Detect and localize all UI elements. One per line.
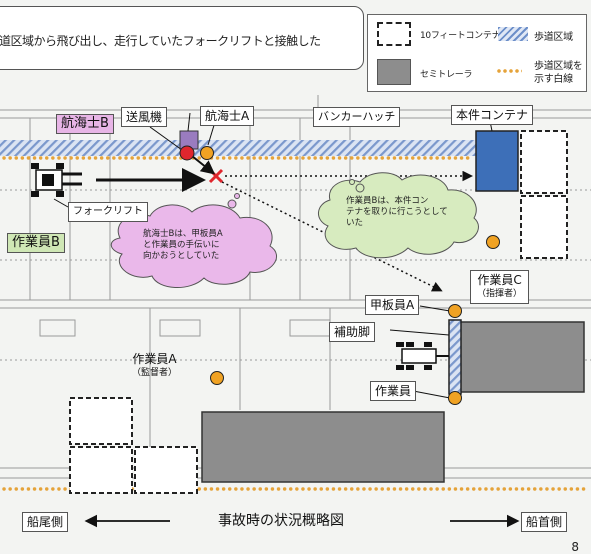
worker-marker (448, 391, 462, 405)
legend-container-swatch (377, 22, 411, 46)
bow-side-label: 船首側 (521, 512, 568, 532)
target-container-label: 本件コンテナ (451, 105, 534, 125)
worker-b-note-line: いた (346, 218, 364, 228)
cloud-navigator-b (110, 193, 277, 289)
target-container (475, 130, 519, 192)
walkway-area (0, 140, 480, 156)
navigator-b-marker (179, 145, 195, 161)
worker-c-marker (486, 235, 500, 249)
legend: 10フィートコンテナ 歩道区域 セミトレーラ 歩道区域を 示す白線 (367, 14, 587, 92)
worker-a-role: （監督者） (132, 368, 178, 378)
worker-c-role: （指揮者） (477, 289, 523, 299)
aux-leg-hatch (448, 319, 462, 395)
worker-b-note-line: テナを取りに行こうとして (346, 207, 448, 217)
container-10ft (134, 446, 198, 494)
page-number: 8 (571, 540, 579, 554)
legend-walkway-line-label-2: 示す白線 (534, 74, 573, 85)
deck-crew-a-marker (448, 304, 462, 318)
navigator-b-note-line: と作業員の手伝いに (143, 240, 220, 250)
container-10ft (69, 397, 133, 445)
callout-text: 道区域から飛び出し、走行していたフォークリフトと接触した (0, 34, 321, 48)
navigator-a-marker (200, 146, 214, 160)
deck-crew-a-label: 甲板員A (365, 295, 420, 315)
blower-label: 送風機 (121, 107, 168, 127)
forklift-icon (31, 163, 82, 197)
container-10ft (69, 446, 133, 494)
navigator-b-note-line: 向かおうとしていた (143, 251, 220, 261)
legend-container-label: 10フィートコンテナ (420, 31, 501, 41)
worker-label: 作業員 (370, 381, 417, 401)
legend-walkway-swatch (498, 27, 528, 41)
navigator-b-note-line: 航海士Bは、甲板員A (143, 229, 223, 239)
worker-c-name: 作業員C (477, 273, 522, 287)
container-10ft (520, 130, 568, 194)
stern-side-label: 船尾側 (22, 512, 69, 532)
incident-callout: 道区域から飛び出し、走行していたフォークリフトと接触した (0, 6, 364, 70)
navigator-a-label: 航海士A (200, 106, 255, 126)
navigator-b-label: 航海士B (56, 114, 114, 134)
legend-walkway-label: 歩道区域 (534, 32, 573, 43)
legend-walkway-line-label-1: 歩道区域を (534, 61, 583, 72)
legend-walkway-line-swatch (496, 69, 522, 73)
worker-a-marker (210, 371, 224, 385)
worker-a-label: 作業員A （監督者） (128, 351, 181, 381)
legend-semitrailer-label: セミトレーラ (420, 70, 473, 80)
worker-b-label: 作業員B (7, 233, 65, 253)
navigator-b-path (191, 155, 216, 175)
worker-b-note: 作業員Bは、本件コン テナを取りに行こうとして いた (346, 196, 448, 229)
worker-c-label: 作業員C （指揮者） (470, 270, 530, 304)
tractor-icon (396, 342, 449, 370)
van-carrier-hatch-label: バンカーハッチ (313, 107, 401, 127)
forklift-label: フォークリフト (68, 202, 148, 222)
semitrailer (201, 411, 445, 483)
diagram-title: 事故時の状況概略図 (218, 513, 344, 529)
container-10ft (520, 195, 568, 259)
navigator-b-note: 航海士Bは、甲板員A と作業員の手伝いに 向かおうとしていた (143, 229, 223, 262)
worker-b-note-line: 作業員Bは、本件コン (346, 196, 429, 206)
legend-semitrailer-swatch (377, 59, 411, 85)
semitrailer (459, 321, 585, 393)
cloud-worker-b (318, 172, 479, 259)
aux-leg-label: 補助脚 (329, 322, 376, 342)
worker-a-name: 作業員A (132, 352, 177, 366)
